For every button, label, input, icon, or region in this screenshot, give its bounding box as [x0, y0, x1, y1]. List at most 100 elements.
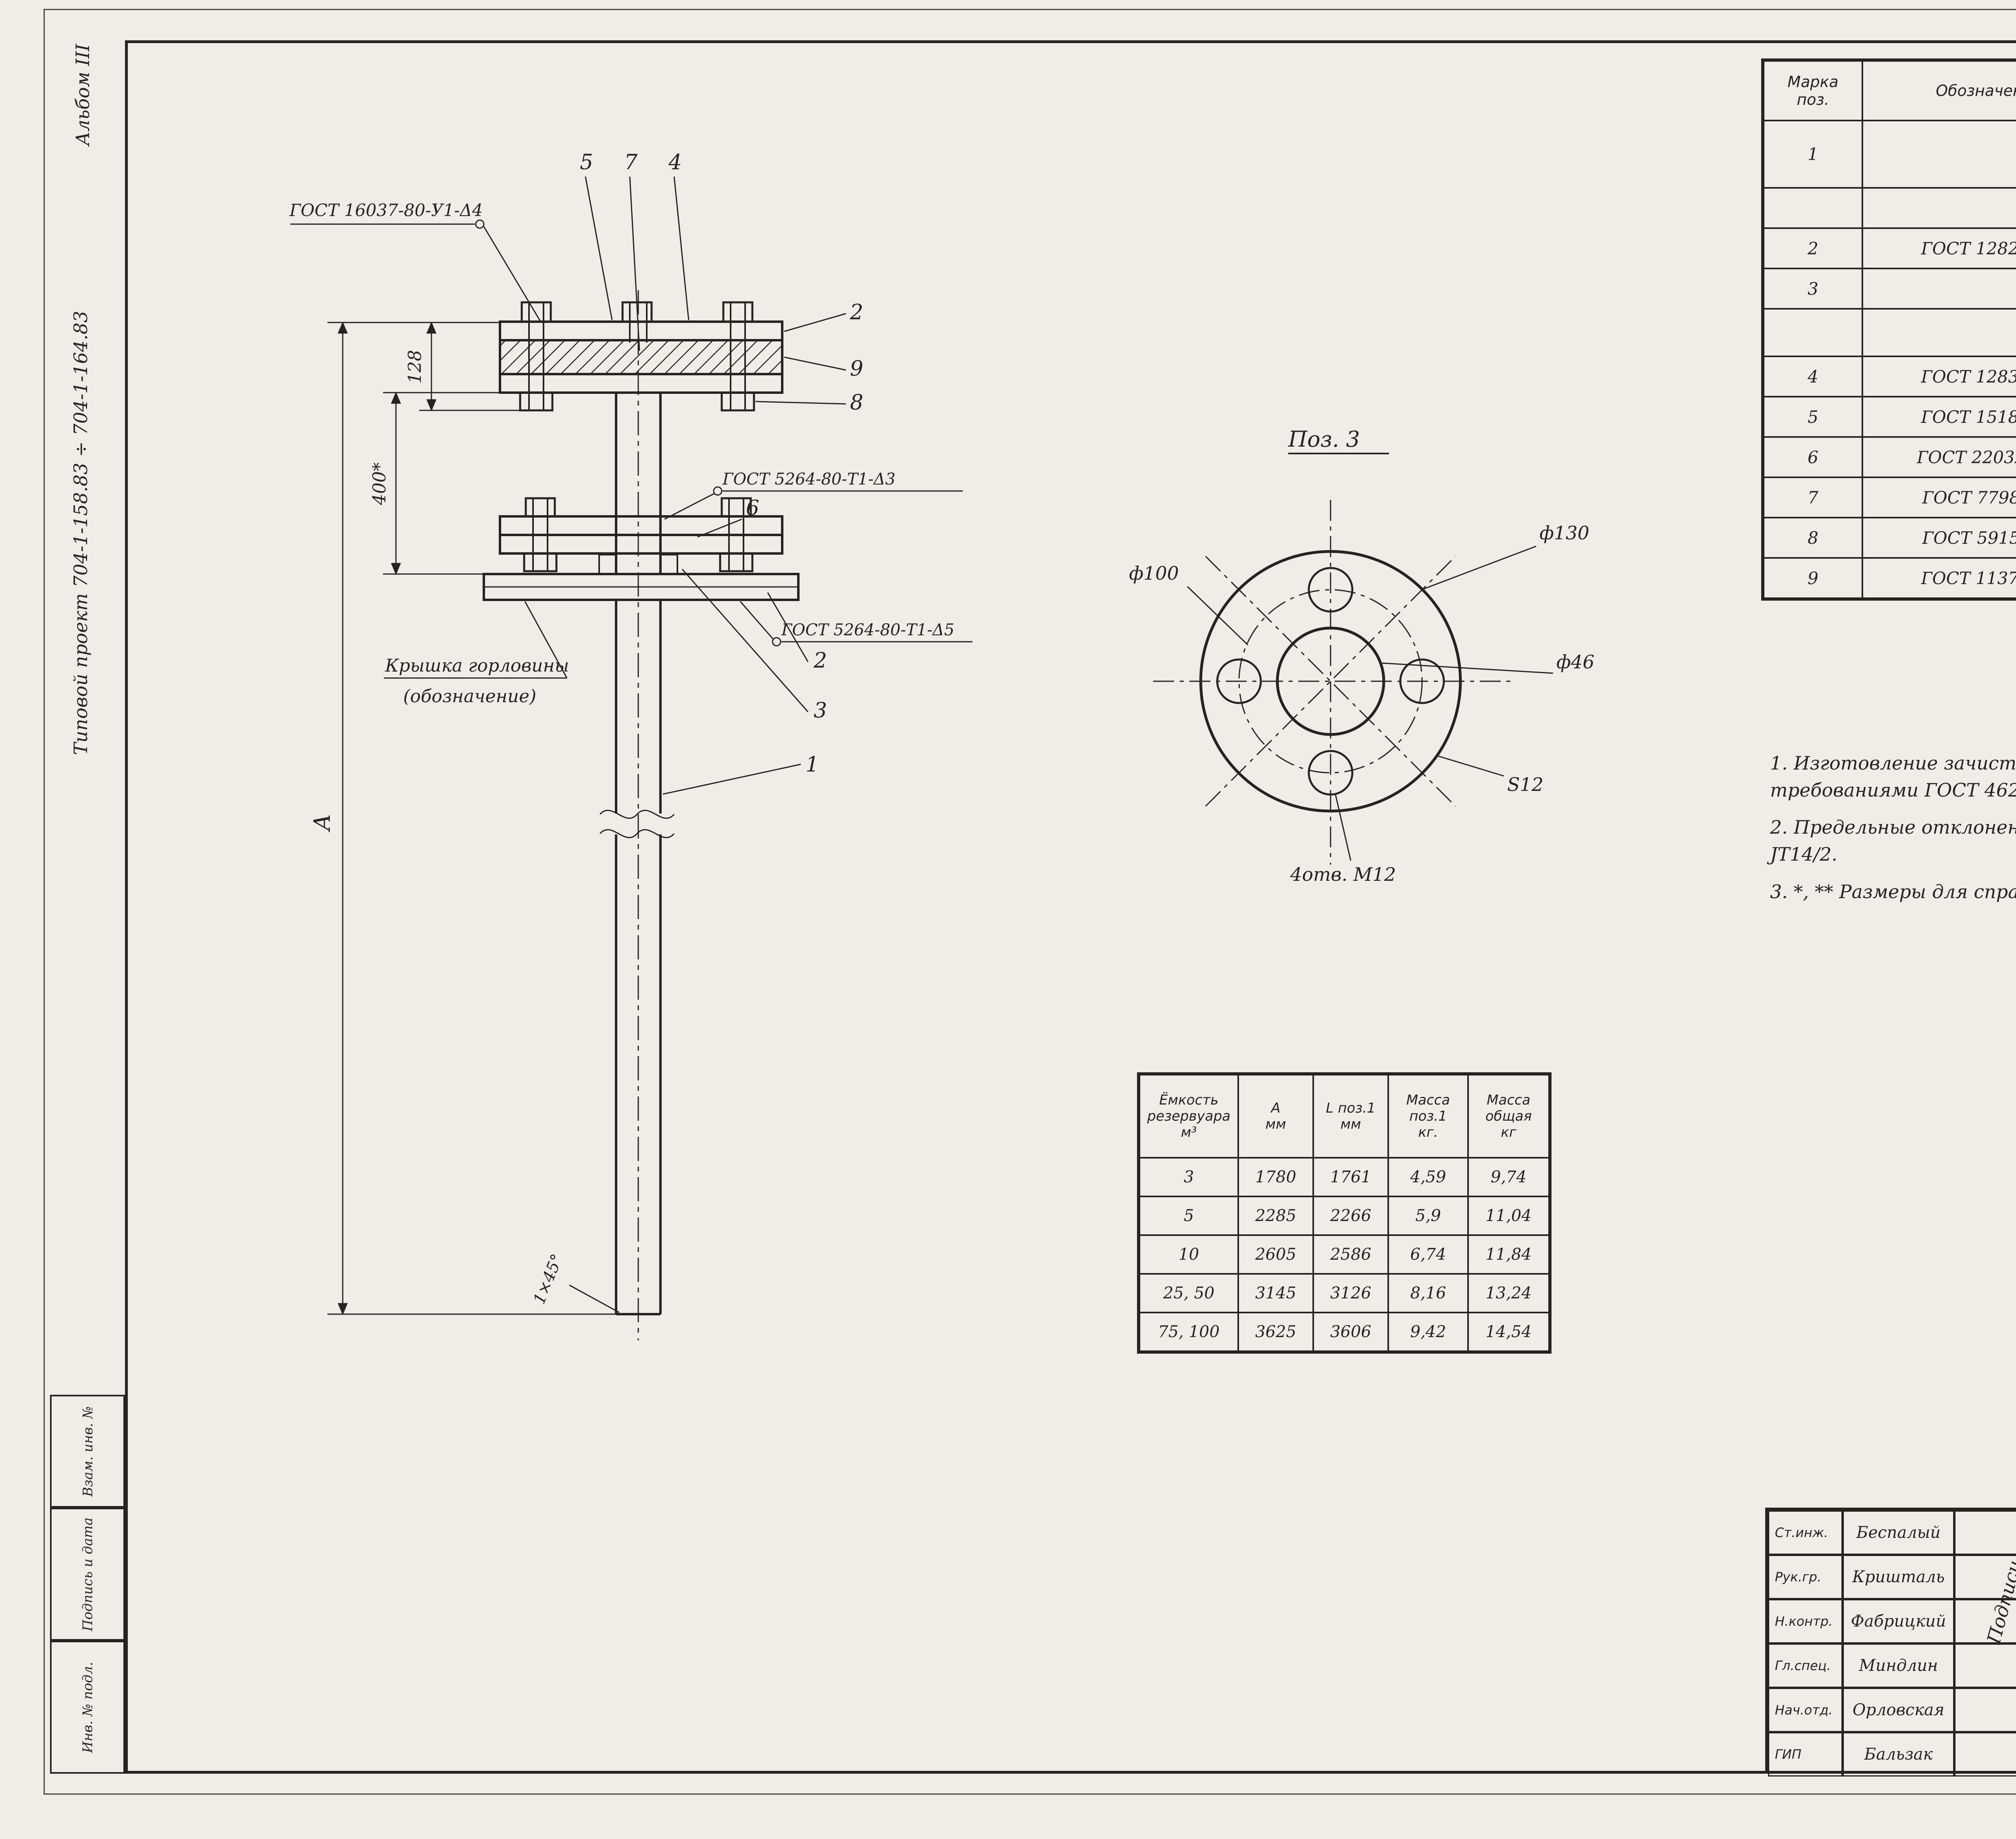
- table-cell: 3: [1762, 268, 1863, 310]
- cover-label-line1: Крышка горловины: [385, 655, 569, 676]
- note-1: 1. Изготовление зачистной трубы производ…: [1770, 752, 2016, 801]
- signature-cell: [1954, 1643, 2016, 1688]
- pipe-assembly-outline: [483, 290, 800, 1340]
- table-cell: 13,24: [1467, 1273, 1551, 1313]
- parts-header-pos: Марка поз.: [1762, 59, 1863, 121]
- detail-label-d130: ф130: [1539, 522, 1589, 544]
- callout-3-label: 3: [814, 699, 827, 723]
- side-label-album: Альбом III: [72, 44, 94, 146]
- dims-header-capacity: Ёмкость резервуара м³: [1138, 1073, 1239, 1159]
- role-label: Нач.отд.: [1768, 1688, 1843, 1732]
- dimensions-table-header-row: Ёмкость резервуара м³ А мм L поз.1 мм Ма…: [1138, 1073, 1551, 1159]
- flange-detail-outline: [1153, 453, 1554, 865]
- table-cell: 14,54: [1467, 1312, 1551, 1353]
- role-label: Н.контр.: [1768, 1599, 1843, 1643]
- dimensions-table: Ёмкость резервуара м³ А мм L поз.1 мм Ма…: [1137, 1072, 1552, 1354]
- person-name: Беспалый: [1843, 1510, 1954, 1555]
- table-row: Лист 12,0 ГОСТ 19903-74*ВСт3сп ГОСТ 1463…: [1762, 308, 2016, 357]
- dim-flange-stack: 128: [405, 350, 425, 384]
- table-cell: 3126: [1312, 1273, 1389, 1313]
- role-label: ГИП: [1768, 1732, 1843, 1777]
- signature-cell: [1954, 1510, 2016, 1555]
- detail-view-pos3: Поз. 3 ф100 ф130 ф46 S12 4отв. М12: [1129, 426, 1595, 885]
- table-cell: ГОСТ 22032-76*: [1862, 436, 2016, 478]
- side-stamp-box: Инв. № подл.: [50, 1641, 125, 1774]
- table-cell: 9,42: [1387, 1312, 1469, 1353]
- callout-4-label: 4: [668, 150, 682, 175]
- table-cell: 9,74: [1467, 1157, 1551, 1197]
- table-cell: 75, 100: [1138, 1312, 1239, 1353]
- table-cell: ГОСТ 15180-70: [1862, 396, 2016, 438]
- table-cell: [1762, 187, 1863, 229]
- table-cell: 11,04: [1467, 1196, 1551, 1236]
- table-cell: 1761: [1312, 1157, 1389, 1197]
- main-drawing: 5 7 4 ГОСТ 16037-80-У1-Δ4 2 9 8 ГОСТ 526…: [289, 150, 973, 1340]
- table-cell: 8,16: [1387, 1273, 1469, 1313]
- table-cell: ГОСТ 5915-70*: [1862, 517, 2016, 559]
- parts-table-header-row: Марка поз. Обозначение Наименование Кол.…: [1762, 59, 2016, 121]
- weld-callout-low: ГОСТ 5264-80-Т1-Δ5: [781, 621, 954, 639]
- drawing-frame: [125, 40, 2016, 1774]
- side-stamp-label: Инв. № подл.: [79, 1662, 96, 1753]
- person-name: Орловская: [1843, 1688, 1954, 1732]
- sheet-outer-border: [44, 9, 2016, 1795]
- table-cell: 2605: [1237, 1234, 1314, 1275]
- parts-table-body: 1Труба 45×2,5 ГОСТ 8732-78В20 ГОСТ 8731-…: [1762, 120, 2016, 600]
- table-cell: [1762, 308, 1863, 357]
- person-name: Миндлин: [1843, 1643, 1954, 1688]
- table-cell: 5: [1762, 396, 1863, 438]
- callout-2a-label: 2: [850, 300, 863, 325]
- table-cell: 10: [1138, 1234, 1239, 1275]
- callout-9-label: 9: [850, 357, 863, 381]
- callout-8-label: 8: [850, 391, 863, 415]
- table-cell: 11,84: [1467, 1234, 1551, 1275]
- side-stamp-label: Взам. инв. №: [79, 1406, 96, 1497]
- table-cell: 5,9: [1387, 1196, 1469, 1236]
- table-cell: 2266: [1312, 1196, 1389, 1236]
- table-cell: ГОСТ 12820-80: [1862, 227, 2016, 269]
- weld-callout-mid: ГОСТ 5264-80-Т1-Δ3: [722, 470, 896, 489]
- table-cell: 3625: [1237, 1312, 1314, 1353]
- table-cell: 2586: [1312, 1234, 1389, 1275]
- detail-label-holes: 4отв. М12: [1290, 863, 1396, 885]
- table-cell: 6: [1762, 436, 1863, 478]
- table-cell: [1862, 308, 2016, 357]
- leader-lines: [290, 176, 973, 1315]
- table-cell: 8: [1762, 517, 1863, 559]
- note-3: 3. *, ** Размеры для справок.: [1770, 880, 2016, 903]
- parts-table: Марка поз. Обозначение Наименование Кол.…: [1761, 58, 2016, 601]
- role-label: Гл.спец.: [1768, 1643, 1843, 1688]
- detail-label-d46: ф46: [1556, 651, 1595, 673]
- table-cell: ГОСТ 11371-78: [1862, 557, 2016, 600]
- dims-header-l: L поз.1 мм: [1312, 1073, 1389, 1159]
- table-cell: [1862, 187, 2016, 229]
- table-cell: 3: [1138, 1157, 1239, 1197]
- table-cell: 25, 50: [1138, 1273, 1239, 1313]
- side-stamp-box: Взам. инв. №: [50, 1395, 125, 1508]
- table-cell: 7: [1762, 476, 1863, 518]
- callout-6-label: 6: [746, 496, 759, 520]
- callout-1-label: 1: [806, 753, 819, 777]
- table-cell: 6,74: [1387, 1234, 1469, 1275]
- detail-label-s12: S12: [1507, 774, 1543, 795]
- detail-label-d100: ф100: [1129, 562, 1179, 584]
- side-stamp-label: Подпись и дата: [79, 1517, 96, 1631]
- dims-header-mass-pos1: Масса поз.1 кг.: [1387, 1073, 1469, 1159]
- person-name: Фабрицкий: [1843, 1599, 1954, 1643]
- person-name: Бальзак: [1843, 1732, 1954, 1777]
- side-stamp-box: Подпись и дата: [50, 1508, 125, 1641]
- notes-block: 1. Изготовление зачистной трубы производ…: [1770, 750, 2016, 915]
- table-cell: 1780: [1237, 1157, 1314, 1197]
